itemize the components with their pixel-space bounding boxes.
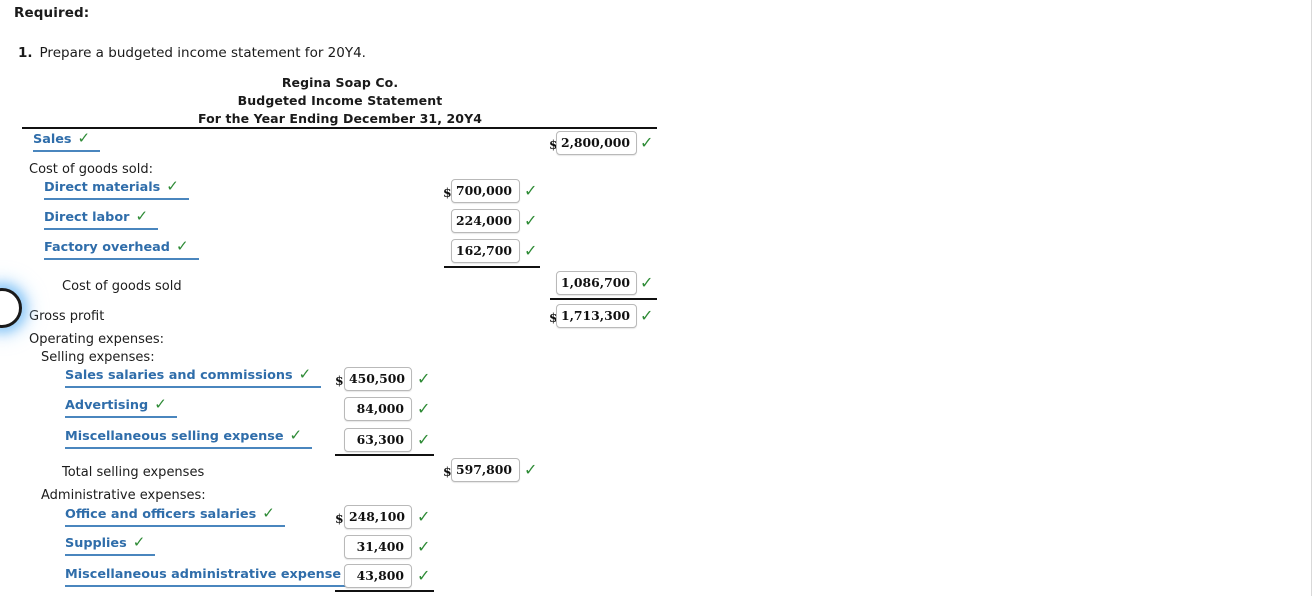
row-label-direct-labor[interactable]: Direct labor ✓ — [44, 207, 159, 230]
check-icon-sales-salaries: ✓ — [417, 369, 431, 388]
row-label-cogs-total: Cost of goods sold — [62, 279, 182, 294]
dollar-sign-total-selling: $ — [443, 464, 452, 479]
check-icon-sales: ✓ — [640, 133, 654, 152]
subtotal-rule-cogs — [444, 266, 540, 268]
check-icon: ✓ — [289, 426, 303, 444]
dollar-sign-office-salaries: $ — [335, 511, 344, 526]
check-icon: ✓ — [135, 207, 149, 225]
check-icon-direct-labor: ✓ — [524, 211, 538, 230]
subtotal-rule-selling — [335, 454, 434, 456]
statement-company-name: Regina Soap Co. — [281, 75, 399, 90]
header-rule — [22, 127, 657, 129]
dollar-sign-direct-materials: $ — [443, 185, 452, 200]
row-label-office-salaries-text: Office and officers salaries — [65, 507, 257, 522]
task-text: Prepare a budgeted income statement for … — [39, 45, 366, 61]
amount-input-direct-materials[interactable]: 700,000 — [451, 179, 520, 203]
check-icon: ✓ — [175, 237, 189, 255]
task-line: 1. Prepare a budgeted income statement fo… — [18, 45, 366, 61]
row-label-cogs-header: Cost of goods sold: — [29, 162, 153, 177]
row-label-misc-admin[interactable]: Miscellaneous administrative expense✓ — [65, 566, 370, 587]
check-icon-office-salaries: ✓ — [417, 507, 431, 526]
amount-input-cogs-total[interactable]: 1,086,700 — [556, 271, 637, 295]
subtotal-rule-gross-profit — [550, 298, 657, 300]
row-label-selling-expenses-header: Selling expenses: — [41, 350, 155, 365]
row-label-direct-labor-text: Direct labor — [44, 210, 130, 225]
check-icon: ✓ — [262, 504, 275, 522]
cursor-highlight-artifact — [0, 288, 22, 328]
amount-input-office-salaries[interactable]: 248,100 — [344, 505, 412, 529]
row-label-supplies-text: Supplies — [65, 536, 127, 551]
amount-input-factory-overhead[interactable]: 162,700 — [451, 239, 520, 263]
row-label-misc-selling[interactable]: Miscellaneous selling expense ✓ — [65, 426, 313, 449]
row-label-total-selling: Total selling expenses — [62, 465, 205, 480]
row-label-advertising-text: Advertising — [65, 398, 149, 413]
row-label-sales-text: Sales — [33, 132, 72, 147]
amount-input-supplies[interactable]: 31,400 — [344, 535, 412, 559]
statement-period: For the Year Ending December 31, 20Y4 — [197, 111, 483, 126]
check-icon-total-selling: ✓ — [524, 460, 538, 479]
amount-input-direct-labor[interactable]: 224,000 — [451, 209, 520, 233]
check-icon: ✓ — [298, 365, 312, 383]
row-label-factory-overhead-text: Factory overhead — [44, 240, 170, 255]
amount-input-sales[interactable]: 2,800,000 — [556, 131, 637, 155]
row-label-misc-admin-text: Miscellaneous administrative expense — [65, 567, 342, 582]
row-label-gross-profit: Gross profit — [29, 309, 105, 324]
row-label-misc-selling-text: Miscellaneous selling expense — [65, 429, 284, 444]
row-label-direct-materials[interactable]: Direct materials ✓ — [44, 179, 189, 200]
statement-title: Budgeted Income Statement — [237, 93, 443, 108]
row-label-operating-expenses-header: Operating expenses: — [29, 332, 165, 347]
subtotal-rule-admin — [335, 590, 434, 592]
row-label-advertising[interactable]: Advertising ✓ — [65, 397, 177, 418]
check-icon-direct-materials: ✓ — [524, 181, 538, 200]
required-heading: Required: — [14, 5, 90, 21]
row-label-factory-overhead[interactable]: Factory overhead ✓ — [44, 239, 199, 260]
row-label-office-salaries[interactable]: Office and officers salaries ✓ — [65, 506, 285, 527]
amount-input-advertising[interactable]: 84,000 — [344, 397, 412, 421]
check-icon-gross-profit: ✓ — [640, 306, 654, 325]
check-icon-supplies: ✓ — [417, 537, 431, 556]
row-label-sales-salaries-text: Sales salaries and commissions — [65, 368, 293, 383]
dollar-sign-gross-profit: $ — [549, 310, 558, 325]
dollar-sign-sales: $ — [549, 137, 558, 152]
amount-input-misc-admin[interactable]: 43,800 — [344, 564, 412, 588]
amount-input-gross-profit[interactable]: 1,713,300 — [556, 304, 637, 328]
check-icon-factory-overhead: ✓ — [524, 241, 538, 260]
dollar-sign-sales-salaries: $ — [335, 373, 344, 388]
amount-input-misc-selling[interactable]: 63,300 — [344, 428, 412, 452]
amount-input-sales-salaries[interactable]: 450,500 — [344, 367, 412, 391]
row-label-sales[interactable]: Sales ✓ — [33, 129, 101, 152]
check-icon-misc-selling: ✓ — [417, 430, 431, 449]
check-icon-cogs-total: ✓ — [640, 273, 654, 292]
row-label-admin-expenses-header: Administrative expenses: — [41, 488, 206, 503]
check-icon: ✓ — [132, 533, 146, 551]
row-label-supplies[interactable]: Supplies ✓ — [65, 533, 156, 556]
row-label-direct-materials-text: Direct materials — [44, 180, 161, 195]
check-icon: ✓ — [154, 395, 167, 413]
task-number: 1. — [18, 45, 33, 61]
check-icon-misc-admin: ✓ — [417, 566, 431, 585]
amount-input-total-selling[interactable]: 597,800 — [451, 458, 520, 482]
check-icon: ✓ — [166, 177, 179, 195]
row-label-sales-salaries[interactable]: Sales salaries and commissions ✓ — [65, 365, 322, 388]
check-icon-advertising: ✓ — [417, 399, 431, 418]
check-icon: ✓ — [77, 129, 91, 147]
